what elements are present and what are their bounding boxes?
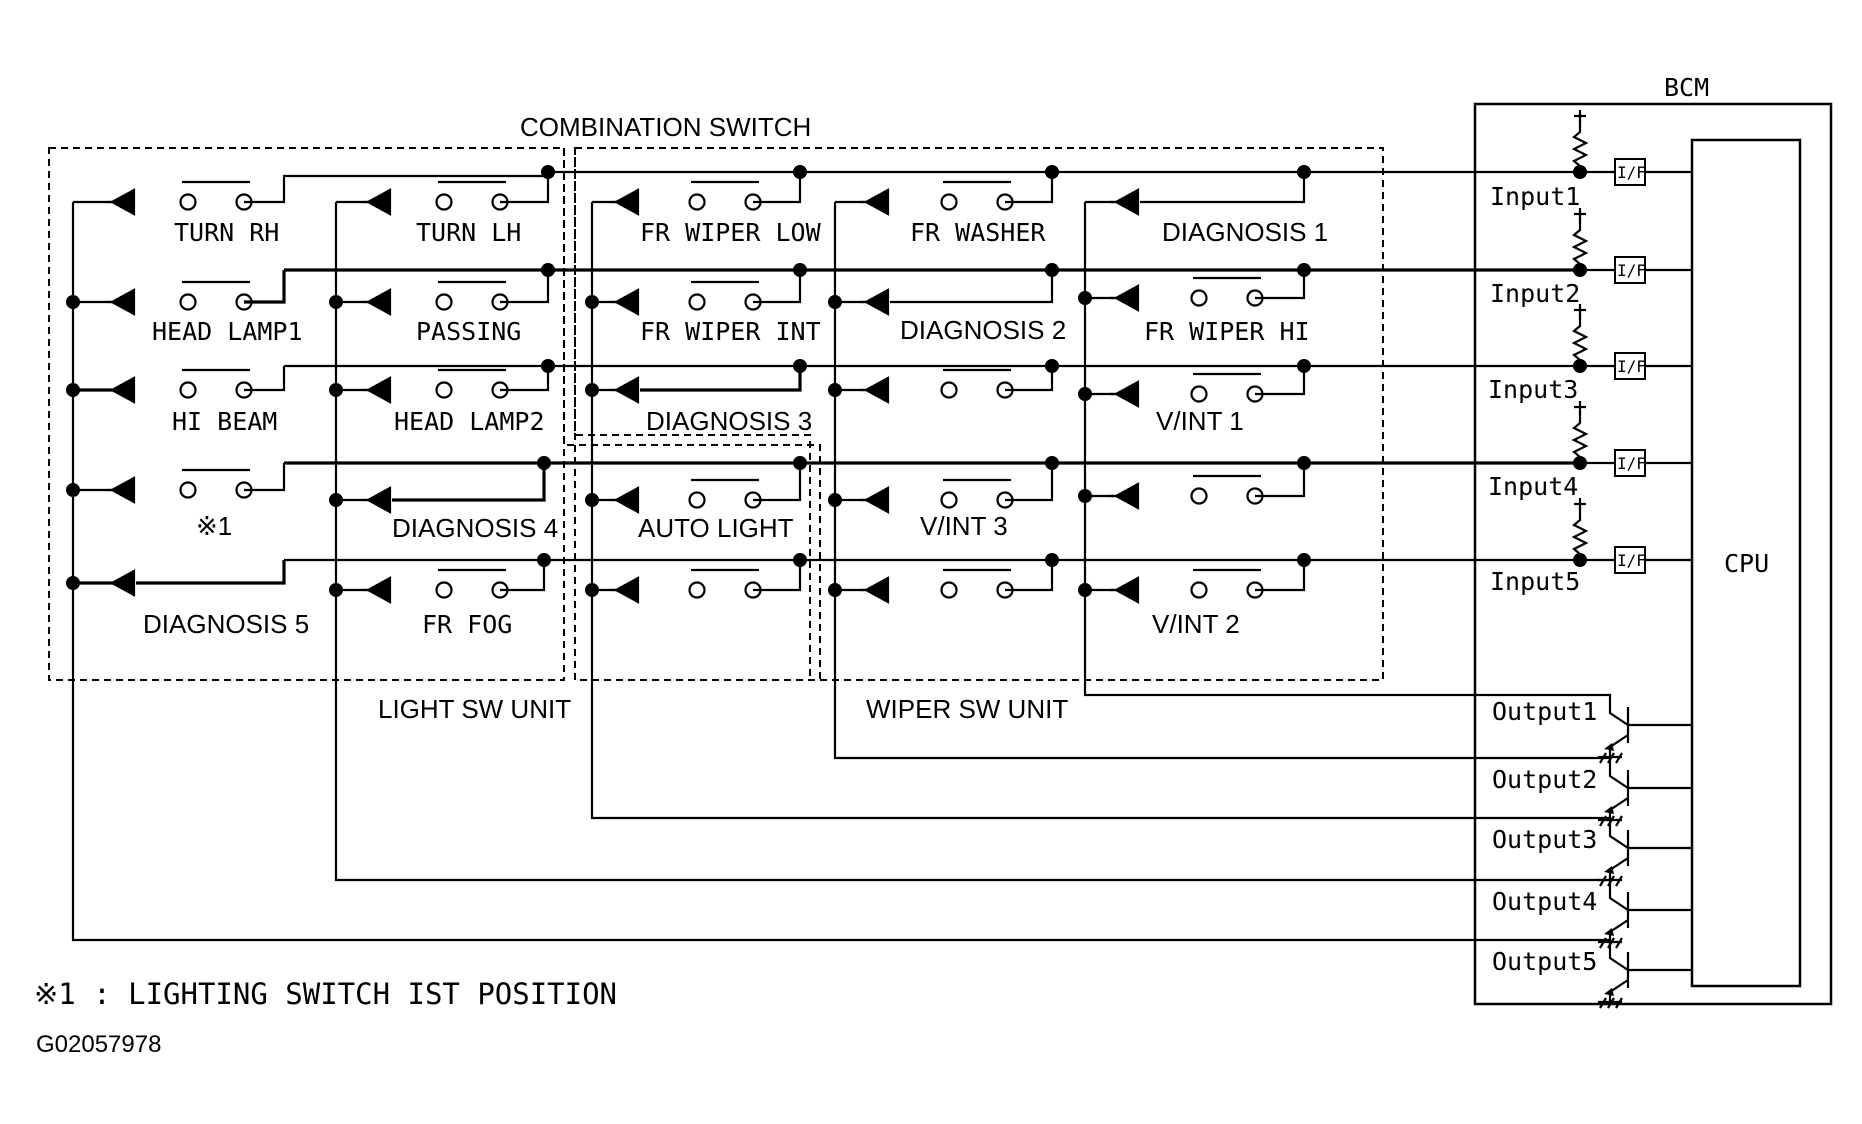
if-label-5: I/F: [1617, 551, 1646, 570]
cpu-label: CPU: [1724, 549, 1769, 578]
label-turn-lh: TURN LH: [416, 218, 521, 247]
output4-label: Output4: [1492, 887, 1597, 916]
label-mark1: ※1: [196, 511, 232, 541]
footnote: ※1 : LIGHTING SWITCH IST POSITION: [34, 977, 617, 1011]
label-fr-wiper-hi: FR WIPER HI: [1144, 317, 1310, 346]
label-hi-beam: HI BEAM: [172, 407, 277, 436]
if-label-4: I/F: [1617, 454, 1646, 473]
output2-label: Output2: [1492, 765, 1597, 794]
wiper-unit-title: WIPER SW UNIT: [866, 694, 1068, 724]
cpu-box: [1690, 138, 1802, 988]
common-lines: [71, 202, 1475, 942]
label-fr-fog: FR FOG: [422, 610, 512, 639]
bcm-input-circuits: [1571, 110, 1692, 574]
input3-label: Input3: [1488, 375, 1578, 404]
label-fr-wiper-low: FR WIPER LOW: [640, 218, 822, 247]
bcm-box: [1473, 102, 1833, 1006]
unit-boxes: [48, 147, 1384, 681]
label-diagnosis4: DIAGNOSIS 4: [392, 513, 558, 543]
if-label-2: I/F: [1617, 261, 1646, 280]
if-label-3: I/F: [1617, 357, 1646, 376]
input1-label: Input1: [1490, 182, 1580, 211]
label-passing: PASSING: [416, 317, 521, 346]
label-head-lamp2: HEAD LAMP2: [394, 407, 545, 436]
input2-label: Input2: [1490, 279, 1580, 308]
label-diagnosis5: DIAGNOSIS 5: [143, 609, 309, 639]
label-diagnosis3: DIAGNOSIS 3: [646, 406, 812, 436]
label-auto-light: AUTO LIGHT: [638, 513, 794, 543]
combination-switch-title: COMBINATION SWITCH: [520, 112, 811, 142]
label-vint1: V/INT 1: [1156, 406, 1244, 436]
label-fr-wiper-int: FR WIPER INT: [640, 317, 821, 346]
light-unit-title: LIGHT SW UNIT: [378, 694, 571, 724]
label-fr-washer: FR WASHER: [910, 218, 1046, 247]
label-diagnosis2: DIAGNOSIS 2: [900, 315, 1066, 345]
input4-label: Input4: [1488, 472, 1578, 501]
output3-label: Output3: [1492, 825, 1597, 854]
bcm-title: BCM: [1664, 73, 1709, 102]
figure-code: G02057978: [36, 1031, 161, 1058]
label-vint2: V/INT 2: [1152, 609, 1240, 639]
label-head-lamp1: HEAD LAMP1: [152, 317, 303, 346]
input-lines: [284, 170, 1580, 562]
if-label-1: I/F: [1617, 163, 1646, 182]
input5-label: Input5: [1490, 567, 1580, 596]
label-turn-rh: TURN RH: [174, 218, 279, 247]
output1-label: Output1: [1492, 697, 1597, 726]
label-diagnosis1: DIAGNOSIS 1: [1162, 217, 1328, 247]
label-vint3: V/INT 3: [920, 511, 1008, 541]
output5-label: Output5: [1492, 947, 1597, 976]
bcm-output-transistors: [1475, 693, 1692, 1009]
junction-dots: [66, 165, 1587, 597]
